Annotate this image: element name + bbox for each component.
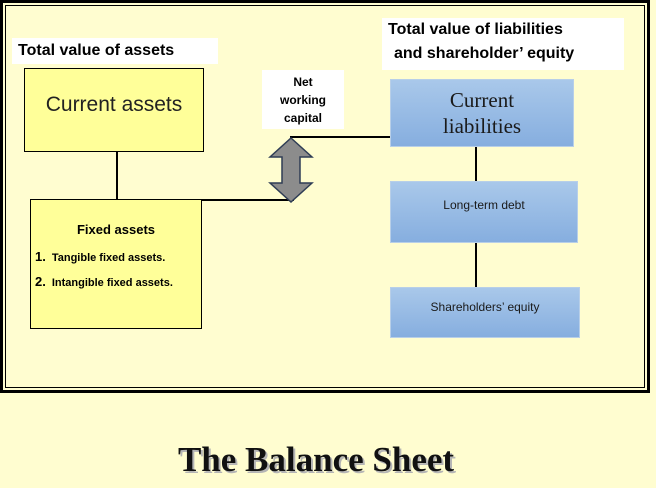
connector-fixed-to-arrow [202, 199, 294, 201]
long-term-debt-box: Long-term debt [390, 181, 578, 243]
nwc-line1: Net [293, 75, 313, 89]
fixed-assets-item-num: 2. [35, 274, 46, 289]
shareholders-equity-box: Shareholders’ equity [390, 287, 580, 338]
current-assets-box: Current assets [24, 68, 204, 152]
liabilities-heading: Total value of liabilities and sharehold… [382, 18, 624, 70]
fixed-assets-box: Fixed assets 1. Tangible fixed assets. 2.… [30, 199, 202, 329]
fixed-assets-item: 1. Tangible fixed assets. [35, 249, 201, 264]
fixed-assets-item: 2. Intangible fixed assets. [35, 274, 201, 289]
long-term-debt-label: Long-term debt [443, 198, 525, 212]
net-working-capital-label: Net working capital [262, 70, 344, 129]
page-title: The Balance Sheet [177, 440, 455, 479]
nwc-line2: working [279, 93, 326, 107]
assets-heading: Total value of assets [12, 38, 218, 64]
fixed-assets-item-text: Tangible fixed assets. [51, 252, 166, 264]
shareholders-equity-label: Shareholders’ equity [430, 299, 540, 314]
connector-arrow-to-liabilities [290, 136, 390, 138]
double-arrow-icon [268, 137, 314, 203]
fixed-assets-item-num: 1. [35, 249, 46, 264]
current-liabilities-box: Current liabilities [390, 79, 574, 147]
connector-liabilities-debt [475, 147, 477, 181]
connector-assets [116, 152, 118, 200]
connector-debt-equity [475, 243, 477, 287]
current-liabilities-line1: Current [449, 88, 515, 112]
fixed-assets-title: Fixed assets [76, 222, 156, 237]
fixed-assets-item-text: Intangible fixed assets. [51, 277, 173, 289]
current-assets-label: Current assets [45, 93, 183, 116]
liabilities-heading-line1: Total value of liabilities [388, 21, 563, 38]
liabilities-heading-line2: and shareholder’ equity [394, 45, 575, 62]
fixed-assets-list: 1. Tangible fixed assets. 2. Intangible fi… [31, 249, 201, 289]
current-liabilities-line2: liabilities [442, 114, 522, 138]
nwc-line3: capital [283, 111, 322, 125]
